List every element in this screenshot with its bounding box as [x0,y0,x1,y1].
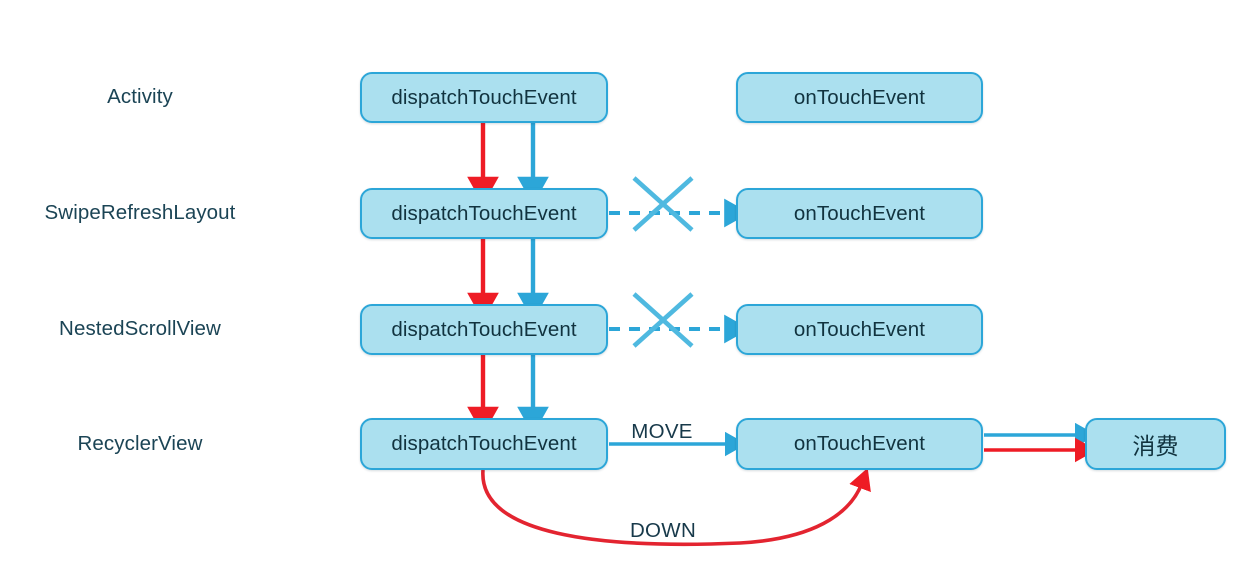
recyclerview-ontouchevent-box[interactable]: onTouchEvent [736,418,983,470]
row-label-activity: Activity [107,85,173,108]
vertical-arrows-group [467,123,549,435]
nestedscrollview-ontouchevent-box[interactable]: onTouchEvent [736,304,983,355]
row-label-swiperefreshlayout: SwipeRefreshLayout [44,201,236,224]
consume-box[interactable]: 消费 [1085,418,1226,470]
cross-mark-swiperefreshlayout [632,176,694,232]
cross-mark-nestedscrollview [632,292,694,348]
down-curve-recycler-dispatch-to-ontouch [481,467,871,547]
row-label-recyclerview: RecyclerView [77,432,203,455]
activity-ontouchevent-box[interactable]: onTouchEvent [736,72,983,123]
row-label-nestedscrollview: NestedScrollView [59,317,221,340]
move-edge-label: MOVE [631,420,693,443]
down-edge-label: DOWN [629,519,697,542]
activity-dispatchtouchevent-box[interactable]: dispatchTouchEvent [360,72,608,123]
nestedscrollview-dispatchtouchevent-box[interactable]: dispatchTouchEvent [360,304,608,355]
swiperefreshlayout-ontouchevent-box[interactable]: onTouchEvent [736,188,983,239]
swiperefreshlayout-dispatchtouchevent-box[interactable]: dispatchTouchEvent [360,188,608,239]
recyclerview-dispatchtouchevent-box[interactable]: dispatchTouchEvent [360,418,608,470]
dashed-arrows-group [609,176,750,348]
